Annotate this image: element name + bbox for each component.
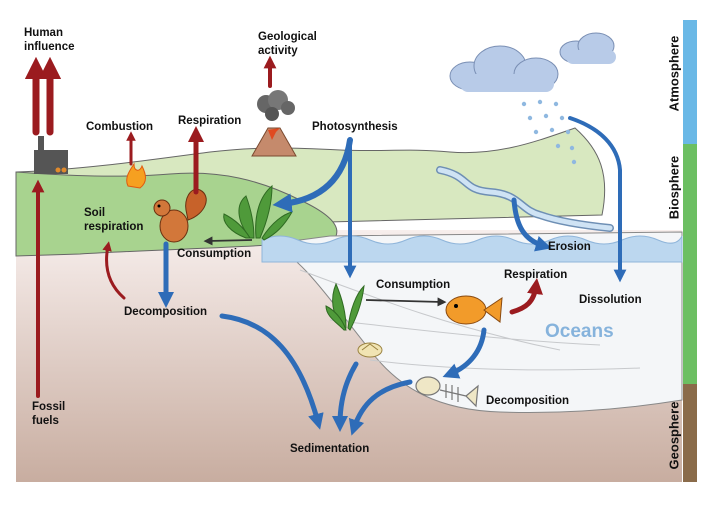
dissolution-label: Dissolution	[579, 294, 642, 306]
fish-icon	[445, 295, 503, 325]
consumption-ocean-arrow	[365, 297, 447, 307]
shell-icon	[357, 342, 383, 358]
biosphere-band	[683, 144, 697, 384]
soil-respiration-label: Soil respiration	[84, 207, 144, 233]
geosphere-label: Geosphere	[666, 401, 682, 470]
human-influence-label: Human influence	[24, 27, 75, 53]
release-arrows	[24, 55, 543, 398]
volcano-icon	[251, 90, 297, 157]
atmosphere-label: Atmosphere	[666, 35, 682, 112]
fish-decomposition-arrow	[442, 327, 487, 379]
shell-sediment-arrow	[332, 361, 359, 432]
respiration-land-label: Respiration	[178, 115, 242, 127]
fish-skeleton-icon	[415, 376, 479, 408]
respiration-ocean-label: Respiration	[504, 269, 568, 281]
decomposition-land-label: Decomposition	[124, 306, 208, 318]
fossil-fuels-label: Fossil fuels	[32, 401, 66, 427]
decomposition-to-sediment-arrow	[219, 313, 324, 430]
cloud-icon	[449, 45, 559, 92]
consumption-ocean-label: Consumption	[376, 279, 451, 291]
sedimentation-label: Sedimentation	[290, 443, 370, 455]
consumption-land-arrow	[203, 236, 253, 246]
rain-icon	[521, 99, 577, 165]
photosynthesis-land-arrow	[272, 137, 353, 213]
oceans-label: Oceans	[545, 321, 614, 342]
respiration-ocean-arrow	[509, 278, 543, 315]
cloud-small-icon	[559, 32, 616, 64]
biosphere-label: Biosphere	[666, 155, 682, 220]
geosphere-band	[683, 384, 697, 482]
land-plant-icon	[223, 184, 294, 241]
photosynthesis-label: Photosynthesis	[312, 121, 398, 133]
uptake-arrows	[157, 116, 627, 436]
fire-icon	[126, 162, 146, 189]
atmosphere-band	[683, 20, 697, 144]
combustion-label: Combustion	[86, 121, 154, 133]
soil-respiration-arrow	[102, 241, 126, 300]
erosion-label: Erosion	[548, 241, 591, 253]
dissolution-arrow	[568, 116, 627, 283]
decomposition-ocean-label: Decomposition	[486, 395, 570, 407]
seaweed-icon	[325, 282, 365, 331]
squirrel-icon	[153, 188, 207, 243]
factory-icon	[34, 136, 68, 174]
consumption-land-label: Consumption	[177, 248, 252, 260]
ocean-waves	[261, 235, 683, 263]
geological-activity-label: Geological activity	[258, 31, 317, 57]
erosion-arrow	[511, 197, 552, 252]
skeleton-sediment-arrow	[348, 379, 413, 436]
consumption-arrows	[203, 236, 447, 307]
